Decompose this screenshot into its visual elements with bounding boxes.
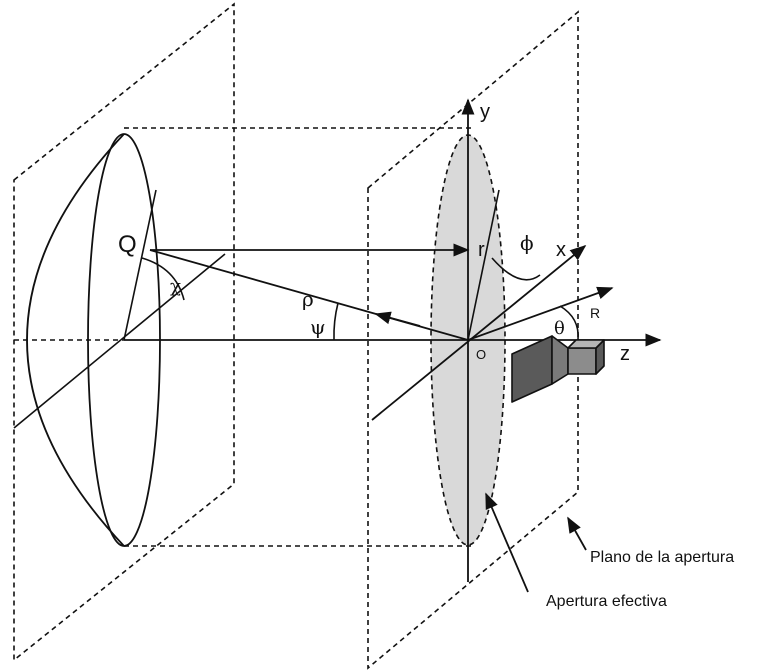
rho-arrow <box>374 311 421 327</box>
reflector-x-axis-line <box>13 253 226 429</box>
r-radius-vector <box>467 189 500 341</box>
chi-label: χ <box>170 276 181 297</box>
r-label: r <box>478 239 485 261</box>
z-axis-label: z <box>620 343 630 365</box>
q-point-label: Q <box>118 231 137 258</box>
y-axis-label: y <box>480 101 490 123</box>
connecting-dashed-lines <box>14 127 474 547</box>
phi-label: ϕ <box>520 231 534 255</box>
aperture-plane-caption: Plano de la apertura <box>590 549 734 566</box>
aperture-plane-pointer <box>567 516 587 551</box>
reflector-bowl <box>26 133 125 547</box>
phi-arc <box>491 257 541 281</box>
effective-aperture-pointer <box>485 492 529 593</box>
theta-label: θ <box>554 318 565 339</box>
x-axis <box>371 244 587 421</box>
origin-label: O <box>476 347 486 362</box>
r-vector <box>467 286 614 341</box>
reflector-radius-line <box>123 189 157 341</box>
theta-arc <box>559 305 579 341</box>
r-axis-label: R <box>590 305 600 321</box>
reflector-plane <box>13 2 235 662</box>
psi-label: ψ <box>310 315 326 339</box>
feed-horn <box>511 335 605 403</box>
effective-aperture-caption: Apertura efectiva <box>546 593 667 610</box>
aperture-plane <box>367 10 579 670</box>
psi-arc <box>333 302 339 341</box>
x-axis-label: x <box>556 239 566 261</box>
chi-arc <box>141 257 185 301</box>
rho-label: ρ <box>302 287 314 311</box>
